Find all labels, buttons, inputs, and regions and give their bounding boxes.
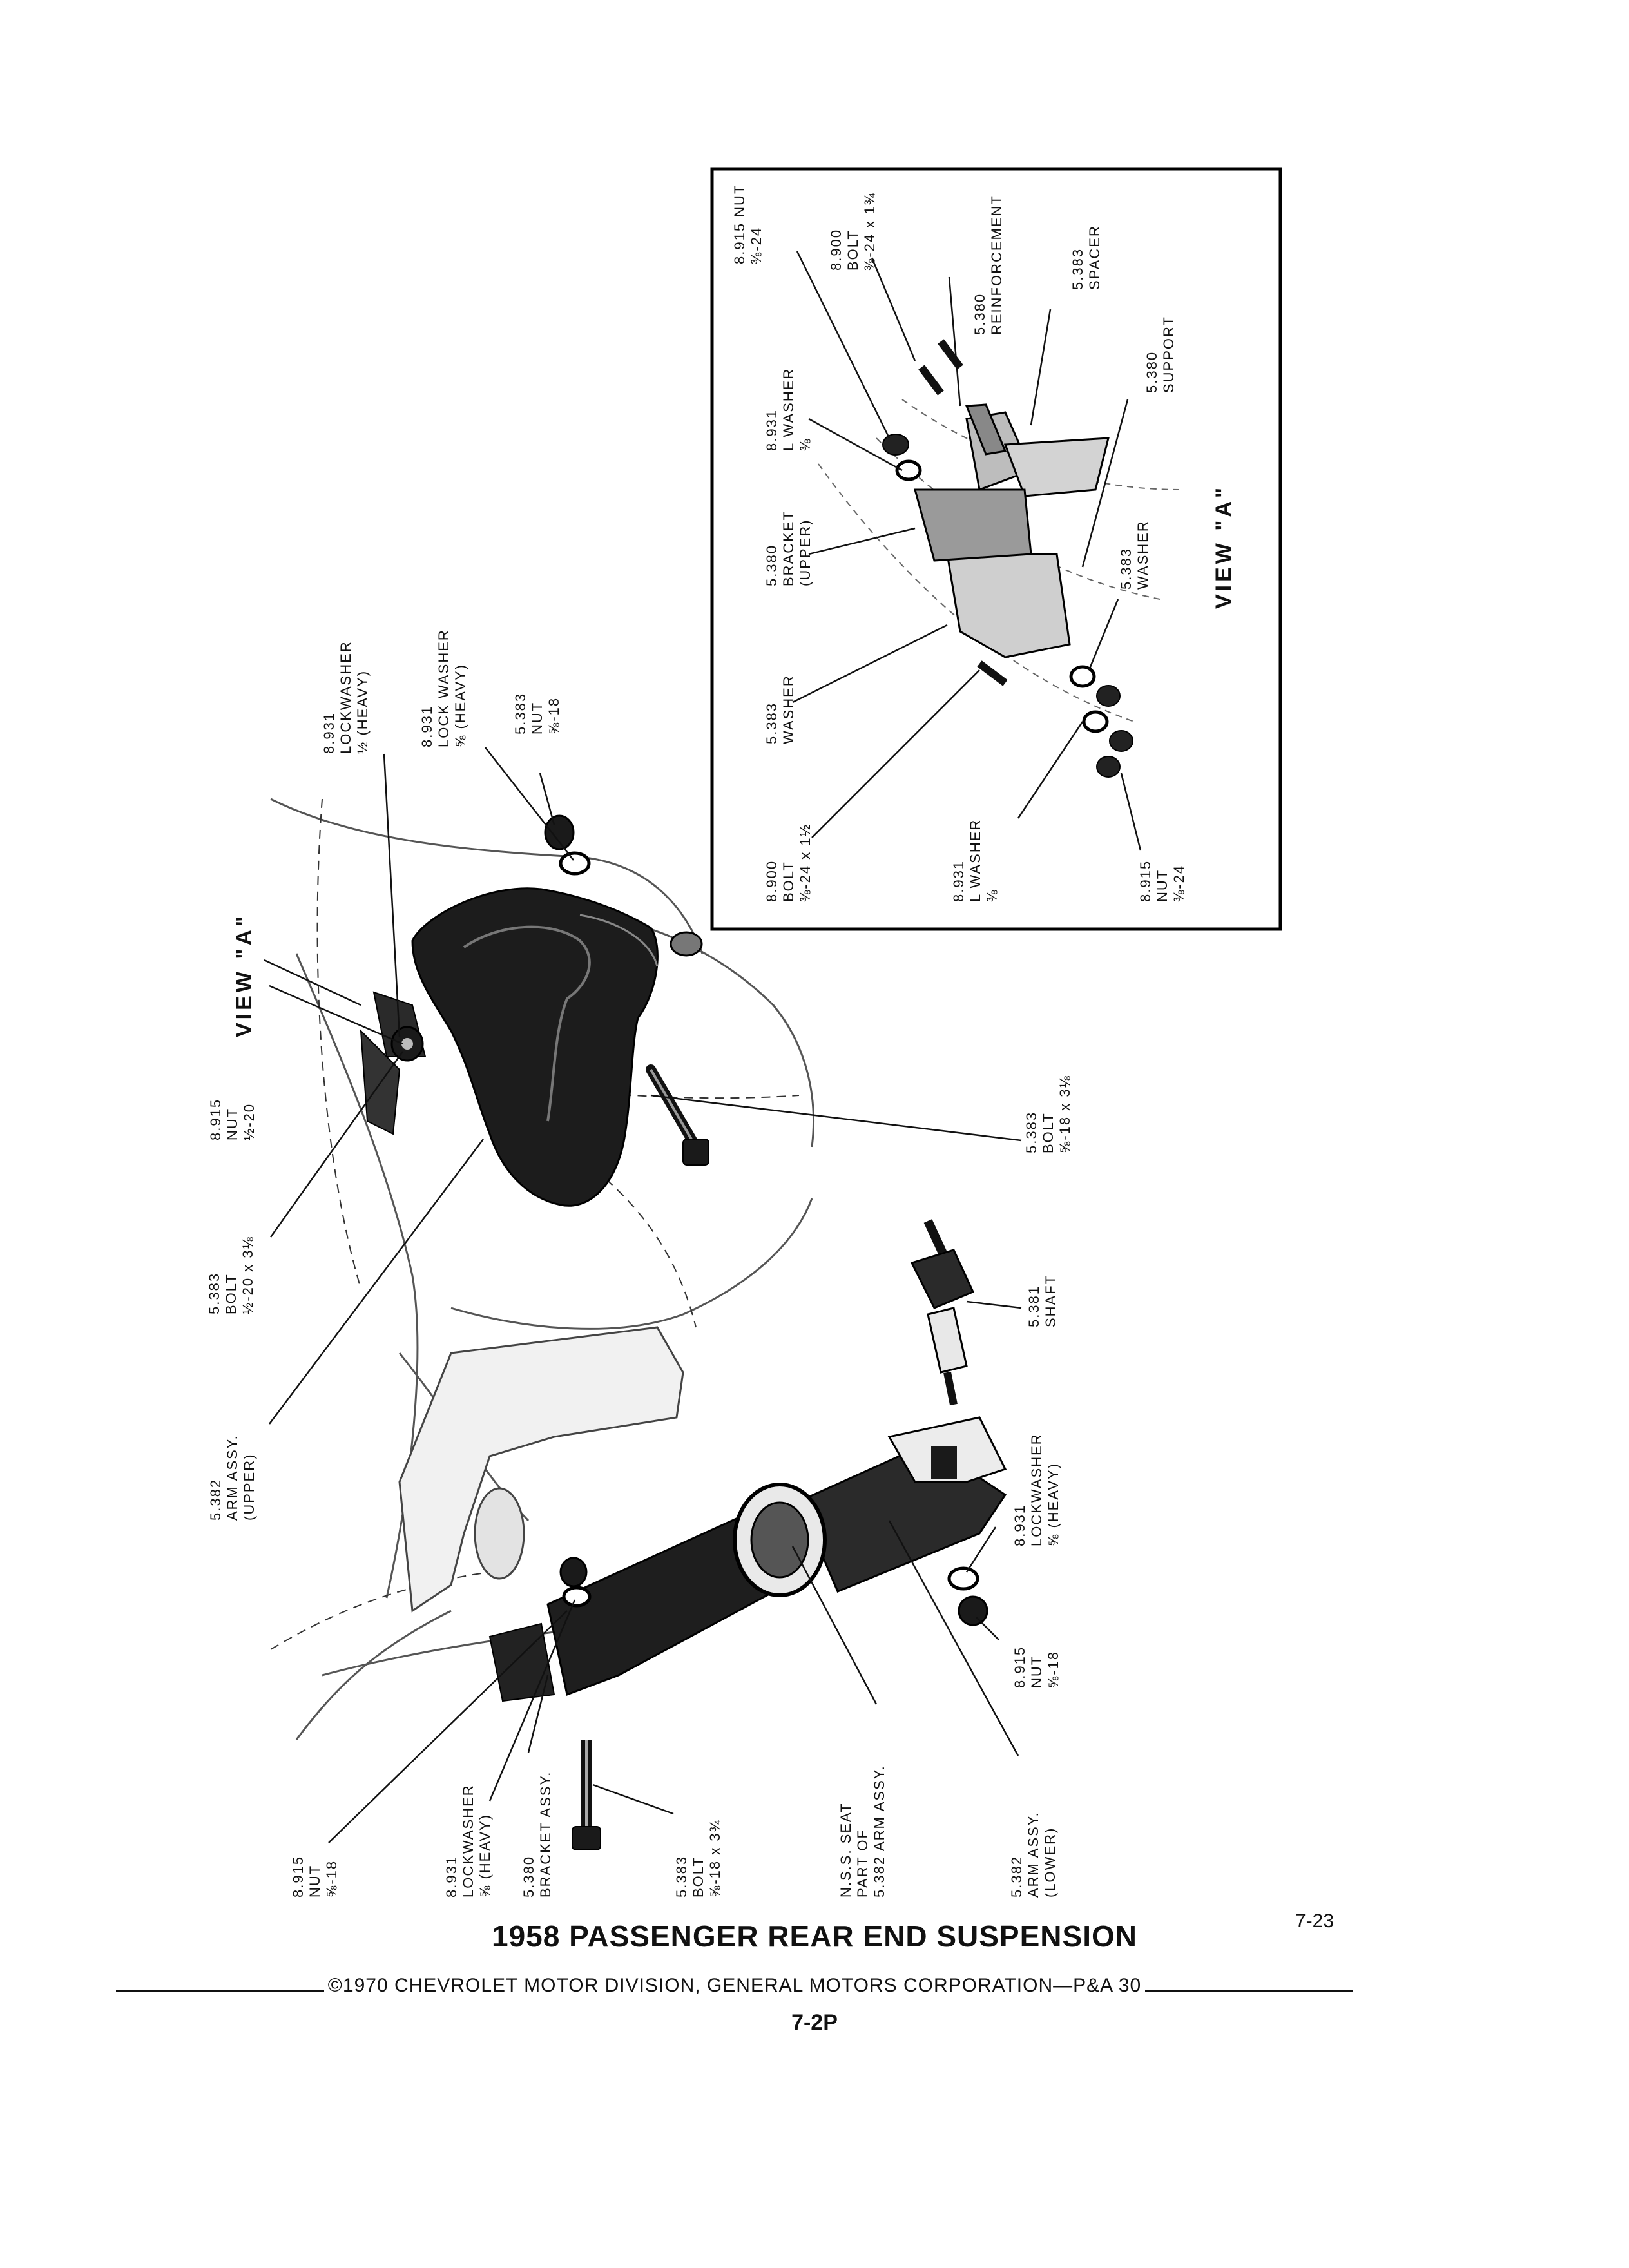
bottom-bolt bbox=[572, 1740, 601, 1850]
upper-arm-assembly bbox=[360, 887, 659, 1207]
rule-right bbox=[1145, 1989, 1353, 1992]
lower-fasteners bbox=[559, 1557, 988, 1626]
shaft bbox=[910, 1219, 975, 1406]
inset-view-a-label: VIEW "A" bbox=[1211, 484, 1236, 609]
page-code: 7-2P bbox=[791, 2010, 838, 2035]
page-number: 7-23 bbox=[1295, 1910, 1335, 1932]
long-bolt bbox=[646, 931, 709, 1166]
view-a-label: VIEW "A" bbox=[232, 912, 256, 1037]
copyright-text: ©1970 CHEVROLET MOTOR DIVISION, GENERAL … bbox=[327, 1975, 1142, 1996]
frame-rail bbox=[398, 1326, 684, 1613]
rule-left bbox=[116, 1989, 324, 1992]
upper-nut bbox=[390, 1026, 424, 1062]
copyright-line: ©1970 CHEVROLET MOTOR DIVISION, GENERAL … bbox=[116, 1975, 1353, 1997]
leader-lines bbox=[264, 747, 1022, 1843]
inset-parts bbox=[882, 339, 1133, 778]
top-nut-washer bbox=[544, 814, 591, 876]
frame-hole bbox=[474, 1487, 525, 1580]
lower-arm-assembly bbox=[488, 1416, 1007, 1702]
inset-leader-lines bbox=[792, 251, 1142, 851]
inset-frame bbox=[710, 167, 1282, 931]
page-title: 1958 PASSENGER REAR END SUSPENSION bbox=[492, 1919, 1137, 1953]
